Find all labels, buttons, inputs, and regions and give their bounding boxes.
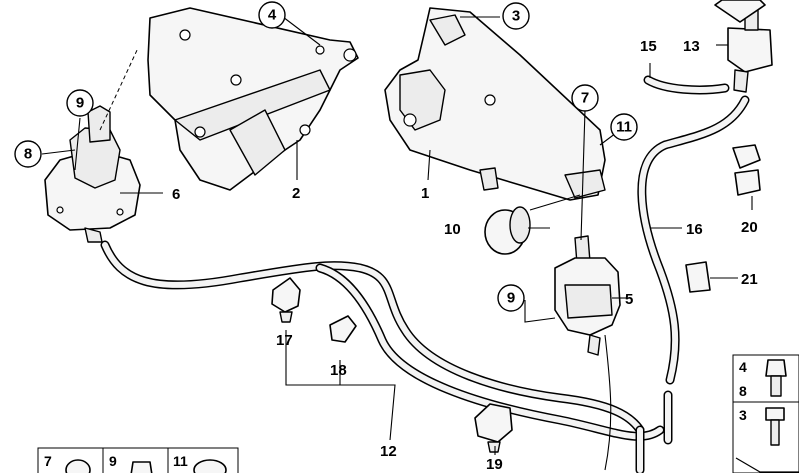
callout-9-left: 9	[66, 89, 94, 117]
rubber-buffer	[484, 206, 531, 255]
vacuum-hose-lines	[100, 75, 750, 473]
svg-text:3: 3	[512, 8, 520, 25]
label-5: 5	[625, 291, 633, 308]
left-engine-mount	[44, 105, 141, 243]
bolt-details	[732, 354, 799, 473]
right-engine-mount	[554, 235, 621, 356]
box-label-7: 7	[44, 453, 52, 469]
callout-11: 11	[610, 113, 638, 141]
callout-9-right: 9	[497, 284, 525, 312]
svg-text:4: 4	[268, 7, 277, 24]
label-10: 10	[444, 221, 461, 238]
bolt-label-4: 4	[739, 359, 747, 375]
label-1: 1	[421, 185, 429, 202]
vacuum-valve	[714, 0, 773, 93]
svg-text:8: 8	[24, 146, 32, 163]
label-19: 19	[486, 456, 503, 473]
label-15: 15	[640, 38, 657, 55]
callout-7: 7	[571, 84, 599, 112]
callout-3: 3	[502, 2, 530, 30]
svg-text:9: 9	[76, 95, 84, 112]
bolt-label-8: 8	[739, 383, 747, 399]
small-parts-boxes	[37, 447, 239, 473]
svg-text:11: 11	[616, 119, 632, 136]
label-6: 6	[172, 186, 180, 203]
callout-4: 4	[258, 1, 286, 29]
callout-8: 8	[14, 140, 42, 168]
box-label-9: 9	[109, 453, 117, 469]
box-label-11: 11	[173, 453, 188, 469]
subframe-carrier	[384, 7, 606, 201]
label-18: 18	[330, 362, 347, 379]
engine-support-bracket	[147, 7, 359, 191]
label-13: 13	[683, 38, 700, 55]
leader-lines	[41, 16, 753, 455]
label-17: 17	[276, 332, 293, 349]
svg-text:7: 7	[581, 90, 589, 107]
bolt-label-3: 3	[739, 407, 747, 423]
svg-text:9: 9	[507, 290, 515, 307]
label-16: 16	[686, 221, 703, 238]
hose-clips	[271, 144, 761, 453]
label-2: 2	[292, 185, 300, 202]
label-21: 21	[741, 271, 758, 288]
label-20: 20	[741, 219, 758, 236]
label-12: 12	[380, 443, 397, 460]
